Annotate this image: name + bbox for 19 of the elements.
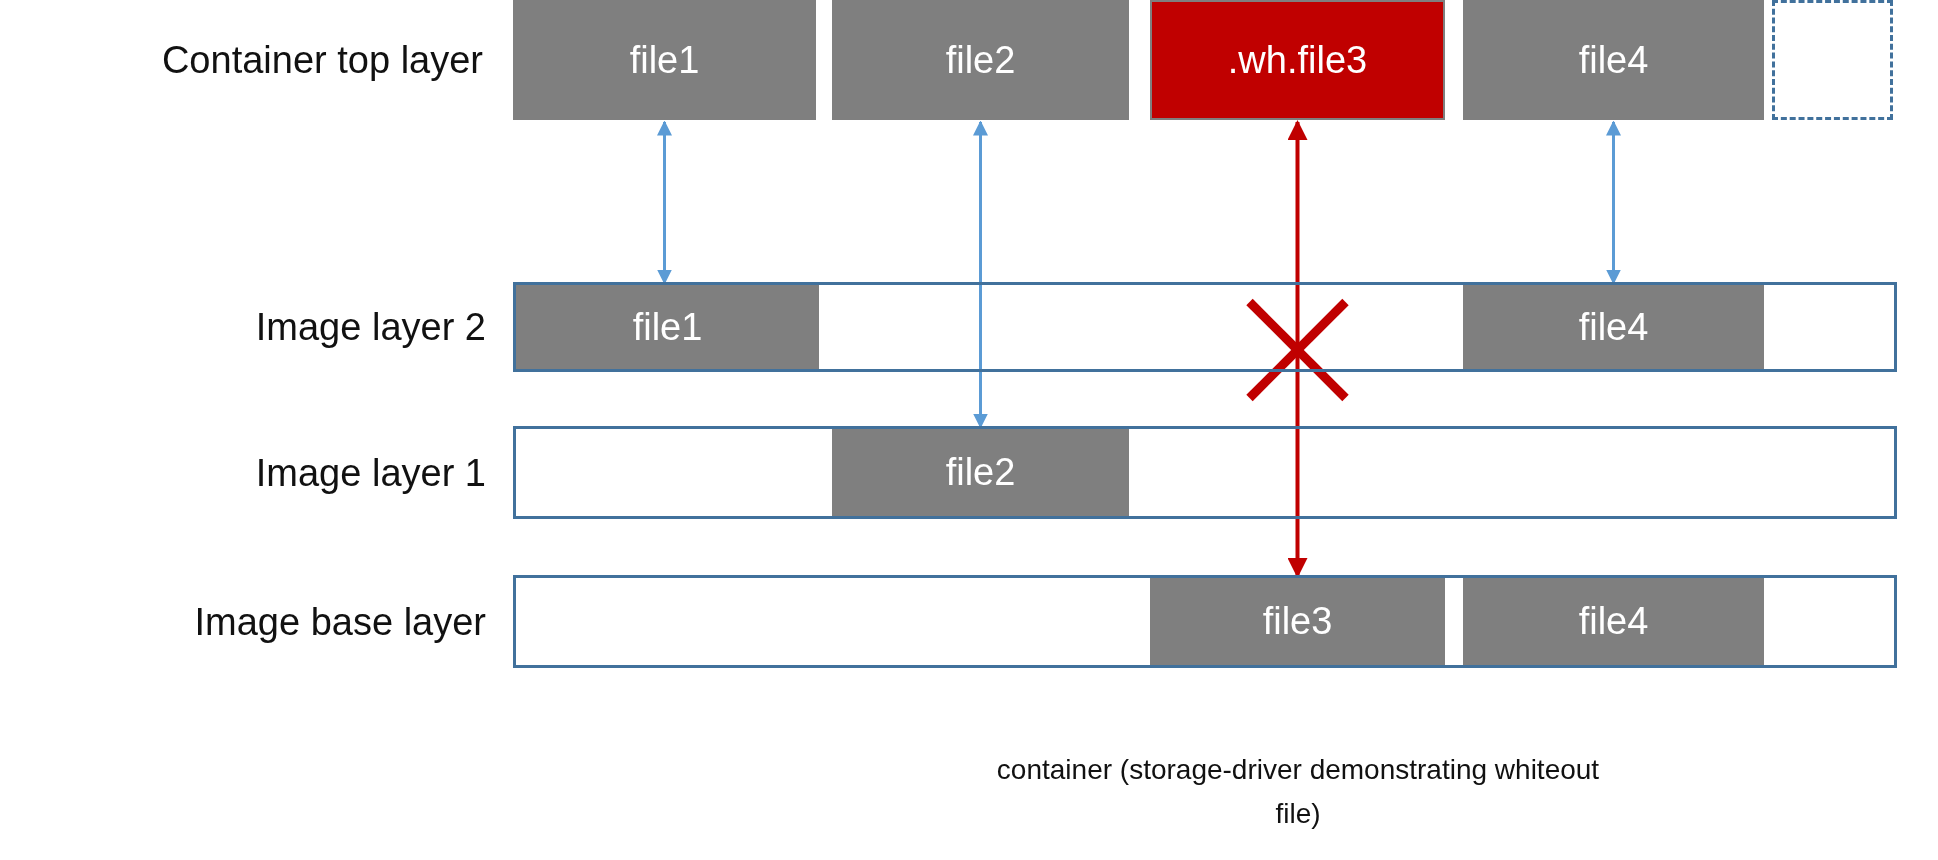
file-box: file4 <box>1463 578 1764 665</box>
arrow <box>657 120 672 285</box>
layer-label: Container top layer <box>161 38 483 82</box>
file-box: file1 <box>516 285 819 369</box>
arrow <box>1287 120 1308 578</box>
arrow <box>1606 120 1621 285</box>
file-box: file2 <box>832 429 1129 516</box>
whiteout-file-box: .wh.file3 <box>1150 0 1445 120</box>
empty-slot <box>1772 0 1893 120</box>
file-box: file1 <box>513 0 816 120</box>
layer-label: Image layer 2 <box>255 305 486 349</box>
layer-label: Image base layer <box>194 600 486 643</box>
caption: container (storage-driver demonstrating whiteout file) <box>995 753 1601 831</box>
file-box: file4 <box>1463 0 1764 120</box>
arrow <box>973 120 988 429</box>
file-box: file3 <box>1150 578 1445 665</box>
layer-label: Image layer 1 <box>255 451 486 494</box>
file-box: file4 <box>1463 285 1764 369</box>
file-box: file2 <box>832 0 1129 120</box>
